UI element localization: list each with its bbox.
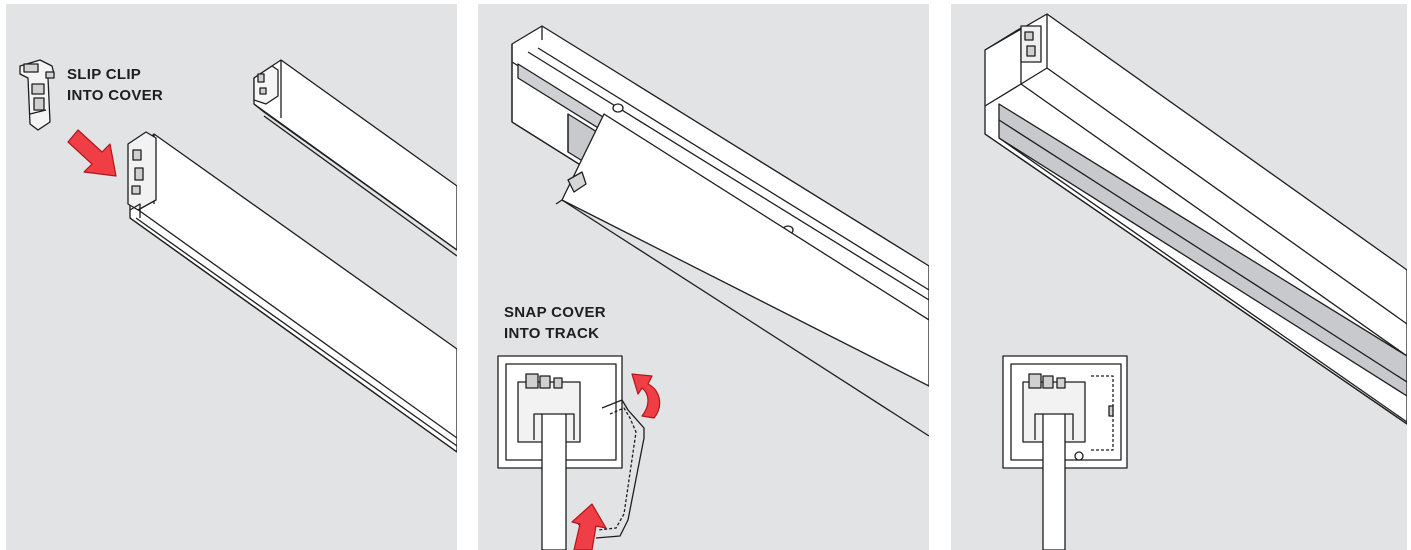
step-1-label-line-1: SLIP CLIP <box>67 64 163 85</box>
step-2-label-line-1: SNAP COVER <box>504 302 606 323</box>
snap-bottom-arrow-icon <box>572 504 606 550</box>
step-2-label: SNAP COVER INTO TRACK <box>504 302 606 344</box>
assembled-cross-section <box>1003 356 1127 550</box>
step-1-panel: SLIP CLIP INTO COVER <box>6 4 457 550</box>
step-1-label-line-2: INTO COVER <box>67 85 163 106</box>
step-3-illustration <box>951 4 1407 550</box>
step-2-illustration <box>478 4 929 550</box>
step-3-panel <box>951 4 1407 550</box>
track-cross-section <box>498 356 644 550</box>
step-2-label-line-2: INTO TRACK <box>504 323 606 344</box>
step-1-label: SLIP CLIP INTO COVER <box>67 64 163 106</box>
snap-up-arrow-icon <box>632 374 660 418</box>
step-2-panel: SNAP COVER INTO TRACK <box>478 4 929 550</box>
insert-arrow-icon <box>68 130 116 176</box>
clip-part <box>20 60 54 130</box>
